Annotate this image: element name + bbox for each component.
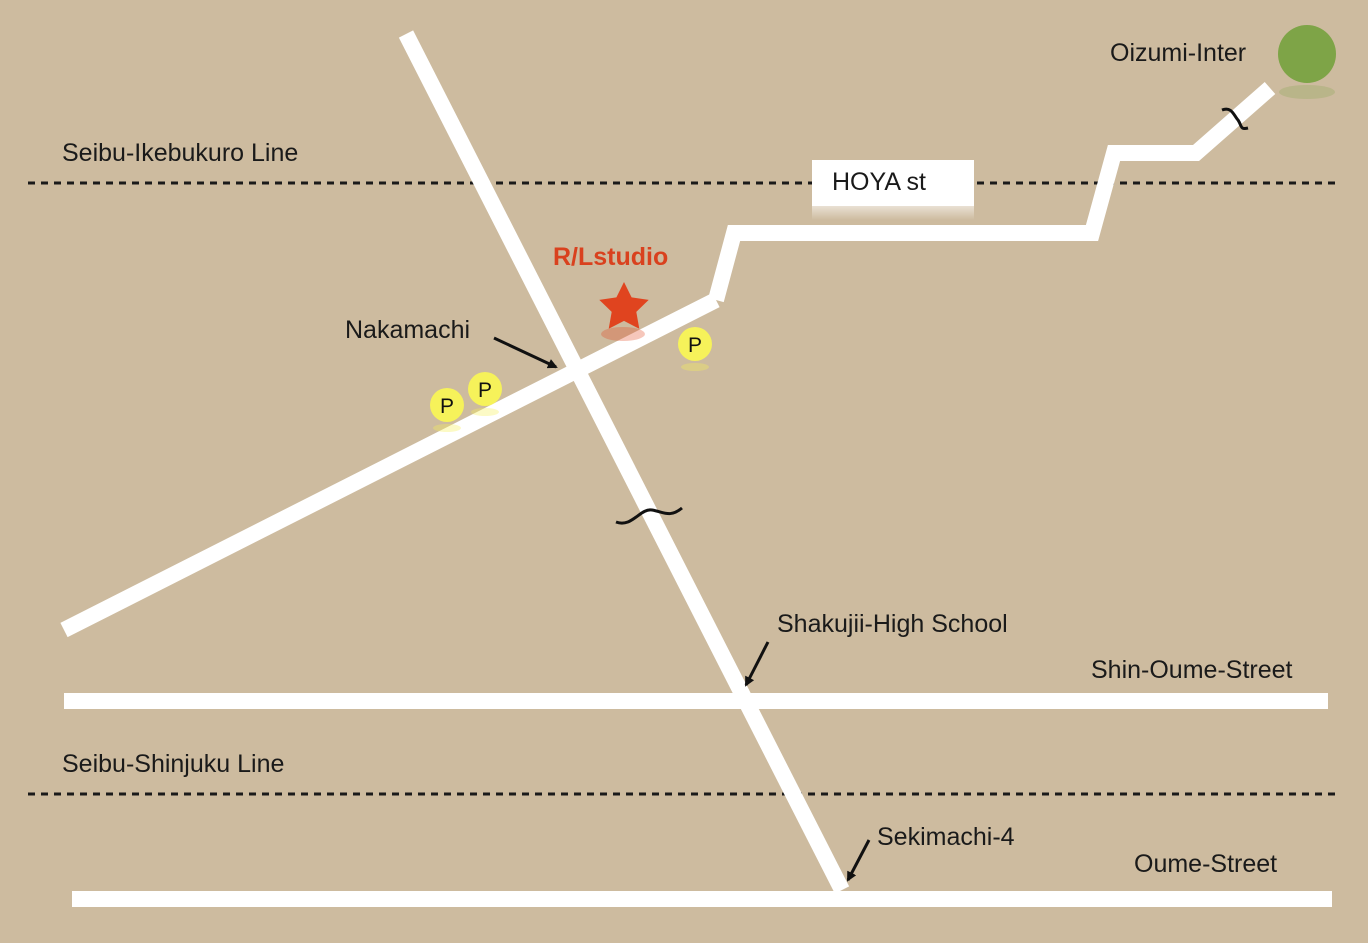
oizumi-inter-label: Oizumi-Inter xyxy=(1110,39,1246,67)
omission-mark-main xyxy=(615,506,683,525)
seibu-ikebukuro-label: Seibu-Ikebukuro Line xyxy=(62,139,298,167)
parking-marker-2: P xyxy=(468,372,502,416)
hoya-sign-box xyxy=(812,160,974,206)
hoya-sign-reflection xyxy=(812,206,974,220)
interchange-reflection xyxy=(1279,85,1335,99)
seibu-shinjuku-label: Seibu-Shinjuku Line xyxy=(62,750,284,778)
oume-street-label: Oume-Street xyxy=(1134,850,1277,878)
north-south-road xyxy=(398,30,850,894)
parking-icon xyxy=(678,327,712,361)
parking-icon xyxy=(430,388,464,422)
parking-marker-1: P xyxy=(430,388,464,432)
diagonal-road xyxy=(60,292,720,638)
studio-label: R/Lstudio xyxy=(553,243,668,271)
sekimachi-arrow xyxy=(846,839,871,882)
parking-label: P xyxy=(478,379,492,402)
nakamachi-label: Nakamachi xyxy=(345,316,470,344)
studio-star-reflection xyxy=(601,327,645,341)
nakamachi-arrow xyxy=(493,336,558,369)
omission-mark-inter xyxy=(1221,107,1249,130)
sekimachi-label: Sekimachi-4 xyxy=(877,823,1015,851)
shakujii-high-school-label: Shakujii-High School xyxy=(777,610,1008,638)
studio-star-icon xyxy=(599,282,649,329)
hoya-st-label: HOYA st xyxy=(832,168,926,196)
shin-oume-street-label: Shin-Oume-Street xyxy=(1091,656,1293,684)
parking-marker-3: P xyxy=(678,327,712,371)
parking-label: P xyxy=(440,395,454,418)
hoya-road xyxy=(708,81,1276,303)
interchange-icon xyxy=(1278,25,1336,83)
parking-icon xyxy=(468,372,502,406)
shakujii-arrow xyxy=(744,641,770,687)
parking-label: P xyxy=(688,334,702,357)
